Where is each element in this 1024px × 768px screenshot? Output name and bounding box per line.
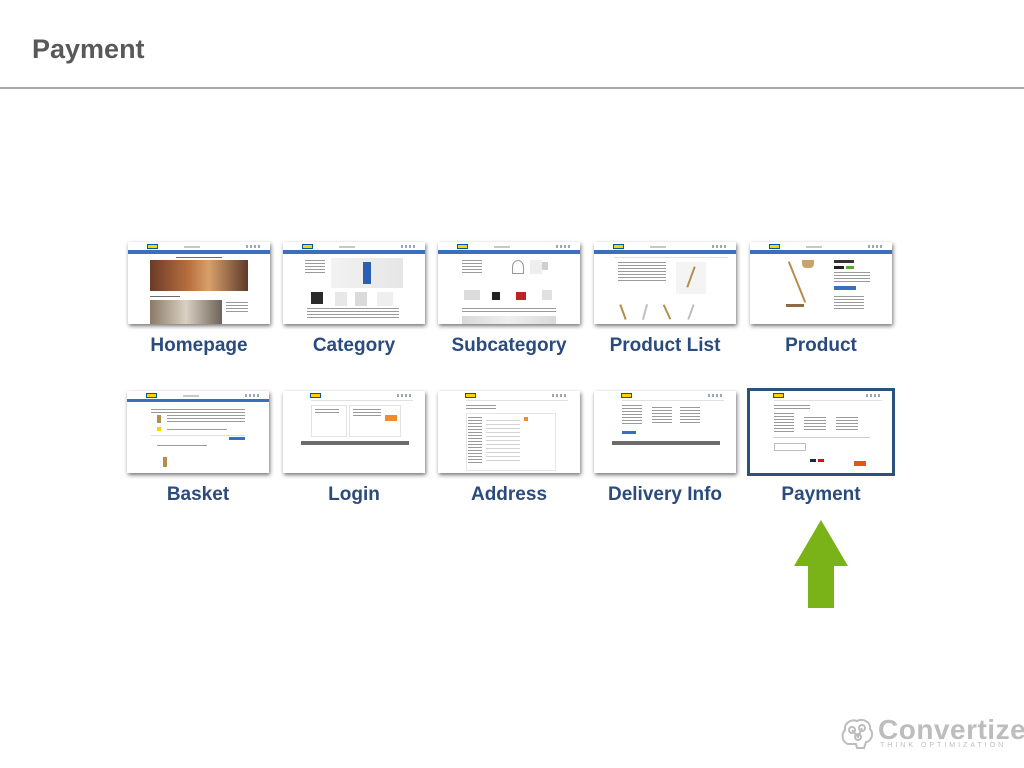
funnel-step-login[interactable]: Login (283, 391, 425, 506)
brain-icon (841, 719, 874, 749)
funnel-step-label: Delivery Info (607, 484, 723, 505)
payment-thumbnail (747, 388, 895, 476)
slide-title: Payment (32, 34, 145, 64)
delivery-info-thumbnail (594, 391, 736, 473)
arrow-up-icon (794, 520, 848, 608)
funnel-step-label: Product List (609, 335, 721, 356)
title-divider (0, 87, 1024, 89)
funnel-step-delivery-info[interactable]: Delivery Info (594, 391, 736, 506)
funnel-step-basket[interactable]: Basket (127, 391, 269, 506)
brand-tagline: THINK OPTIMIZATION (880, 742, 1007, 749)
funnel-step-label: Product (785, 335, 857, 356)
funnel-step-label: Address (470, 484, 548, 505)
basket-thumbnail (127, 391, 269, 473)
login-thumbnail (283, 391, 425, 473)
product-thumbnail (750, 242, 892, 324)
address-thumbnail (438, 391, 580, 473)
funnel-step-subcategory[interactable]: Subcategory (438, 242, 580, 357)
funnel-step-product[interactable]: Product (750, 242, 892, 357)
funnel-step-label: Category (312, 335, 396, 356)
funnel-step-homepage[interactable]: Homepage (128, 242, 270, 357)
brand-logo: Convertize THINK OPTIMIZATION (838, 714, 1024, 754)
product-list-thumbnail (594, 242, 736, 324)
funnel-step-payment[interactable]: Payment (747, 388, 895, 506)
funnel-step-label: Login (328, 484, 380, 505)
funnel-step-label: Subcategory (451, 335, 567, 356)
funnel-step-label: Basket (166, 484, 230, 505)
funnel-step-category[interactable]: Category (283, 242, 425, 357)
funnel-step-product-list[interactable]: Product List (594, 242, 736, 357)
subcategory-thumbnail (438, 242, 580, 324)
funnel-step-label: Payment (781, 484, 861, 505)
homepage-thumbnail (128, 242, 270, 324)
brand-name: Convertize (878, 714, 1024, 745)
category-thumbnail (283, 242, 425, 324)
funnel-step-label: Homepage (150, 335, 248, 356)
funnel-step-address[interactable]: Address (438, 391, 580, 506)
